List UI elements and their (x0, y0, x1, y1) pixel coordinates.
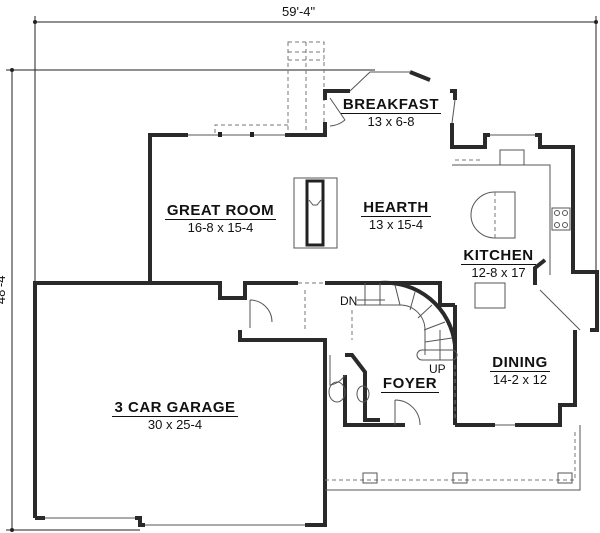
door-swing (329, 97, 346, 127)
stair-down-label: DN (340, 294, 358, 308)
room-foyer: FOYER (380, 375, 440, 393)
width-dimension: 59'-4" (282, 4, 316, 19)
fireplace (293, 177, 338, 249)
rear-steps (287, 41, 325, 135)
exterior-walls (33, 70, 599, 527)
stair-up-label: UP (429, 362, 446, 376)
depth-dimension: 48'-4" (0, 270, 9, 305)
width-dimension-line (33, 16, 598, 290)
depth-dimension-line (6, 68, 375, 532)
kitchen-counters (452, 149, 581, 331)
staircase (351, 280, 458, 420)
windows (45, 71, 535, 526)
powder-room (249, 282, 421, 426)
front-porch (325, 425, 581, 491)
